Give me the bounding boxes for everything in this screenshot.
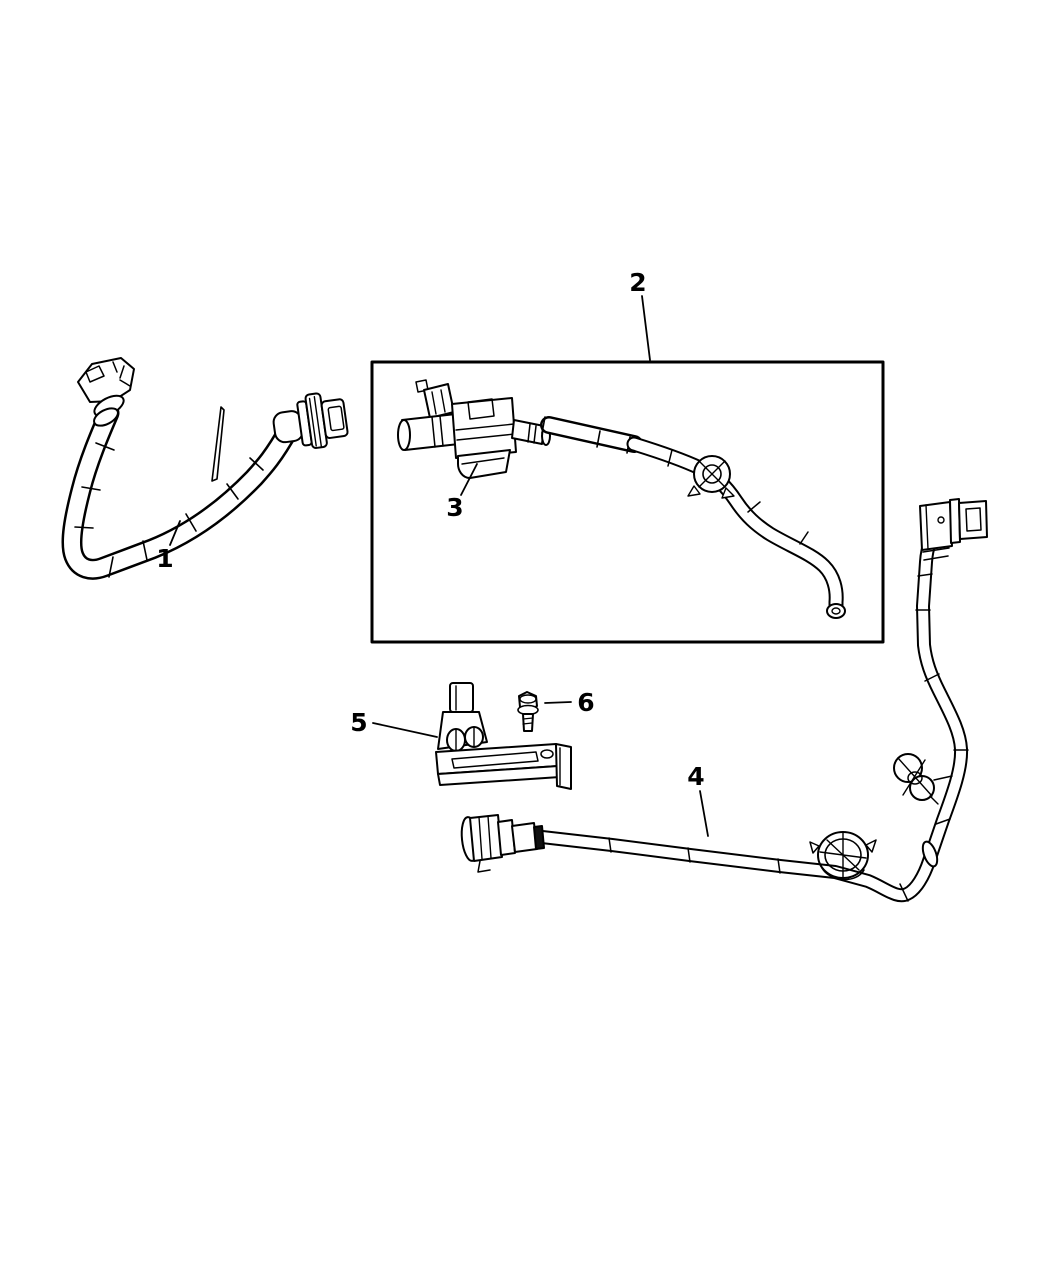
part-1-left-connector: [77, 357, 135, 427]
part-4-vapor-hose-assembly: [460, 498, 988, 903]
part-3-purge-valve: [397, 379, 551, 479]
part-4-butterfly-clip: [893, 753, 953, 805]
callout-labels: 1 2 3 4 5 6: [156, 268, 704, 791]
part-4-coupler-ring: [921, 840, 939, 868]
part-2-hose-main: [626, 436, 846, 619]
callout-label-6: 6: [577, 688, 594, 717]
part-4-tube-segment-ticks: [608, 573, 969, 902]
part-1-vent-tube-assembly: [61, 357, 349, 580]
part-6-bolt: [517, 691, 539, 732]
bracket-plate-slot: [451, 751, 539, 769]
part-1-heat-shield-sliver: [211, 406, 225, 482]
bracket-top-tab: [449, 682, 474, 713]
leader-line-2: [641, 295, 651, 361]
part-4-left-connector: [460, 814, 545, 873]
part-2-hose-grommet-clip: [687, 455, 735, 499]
bracket-plate-hole: [540, 749, 554, 759]
bracket-right-foot: [555, 743, 572, 790]
purge-valve-left-port: [397, 413, 460, 451]
callout-leader-lines: [169, 295, 709, 837]
part-1-tube: [61, 402, 300, 580]
callout-label-4: 4: [687, 762, 704, 791]
callout-label-2: 2: [629, 268, 646, 297]
purge-valve-body: [451, 397, 517, 479]
part-4-circular-clamp: [809, 831, 877, 881]
leader-line-1: [169, 520, 181, 546]
leader-line-5: [372, 722, 438, 738]
part-1-right-connector: [272, 392, 349, 449]
leader-line-4: [699, 790, 709, 837]
leader-line-3: [460, 463, 478, 496]
part-2-hose: [540, 416, 846, 619]
part-4-top-connector: [919, 498, 988, 561]
callout-label-5: 5: [350, 708, 367, 737]
leader-line-6: [544, 701, 572, 704]
part-4-tube: [535, 516, 969, 903]
part-1-tube-segment-ticks: [74, 442, 264, 578]
callout-label-3: 3: [446, 493, 463, 522]
callout-label-1: 1: [156, 544, 173, 573]
part-5-bracket: [435, 682, 572, 790]
